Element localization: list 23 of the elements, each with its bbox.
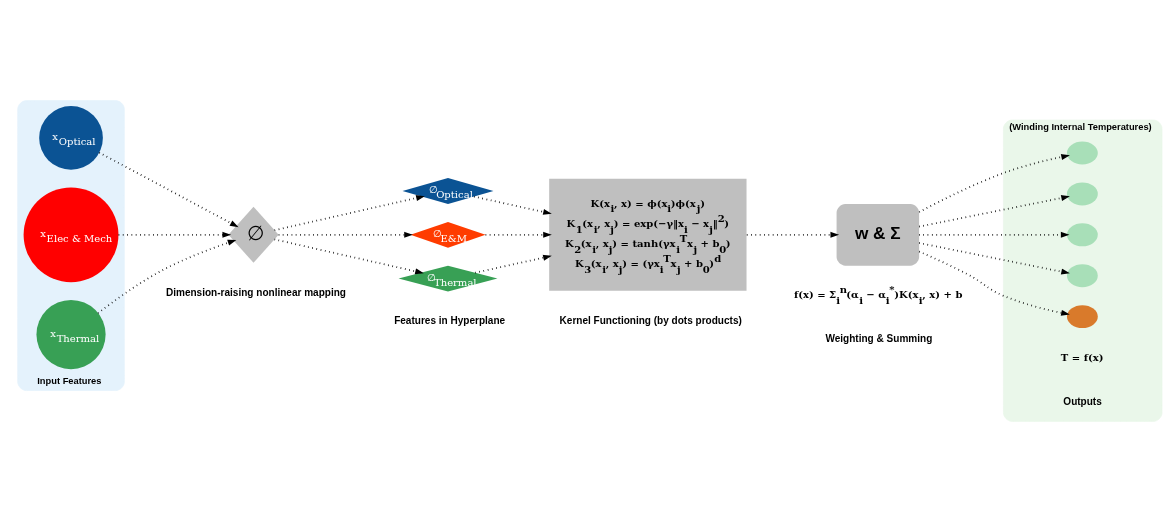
node-box: w & Σ [836,203,920,266]
node-label: T = f(x) [1060,351,1104,363]
arrow [918,241,1070,275]
arrow [98,151,239,227]
arrow [473,195,552,215]
arrow [745,231,840,238]
node-circle [1066,181,1098,205]
arrow [918,231,1070,238]
node-label: Weighting & Summing [825,332,933,344]
arrow [918,153,1070,213]
arrow [918,194,1070,228]
node-circle [1066,222,1098,246]
arrow [97,239,237,314]
label: Features in Hyperplane [394,314,506,326]
arrow [474,254,552,274]
node-circle [1066,141,1098,164]
node-label: Outputs [1063,395,1102,407]
node-label: Kernel Functioning (by dots products) [559,314,742,326]
arrow [918,250,1070,316]
node-circle [1066,304,1098,328]
label: Dimension-raising nonlinear mapping [165,286,346,298]
node-circle [1066,263,1098,287]
arrow [273,194,425,231]
